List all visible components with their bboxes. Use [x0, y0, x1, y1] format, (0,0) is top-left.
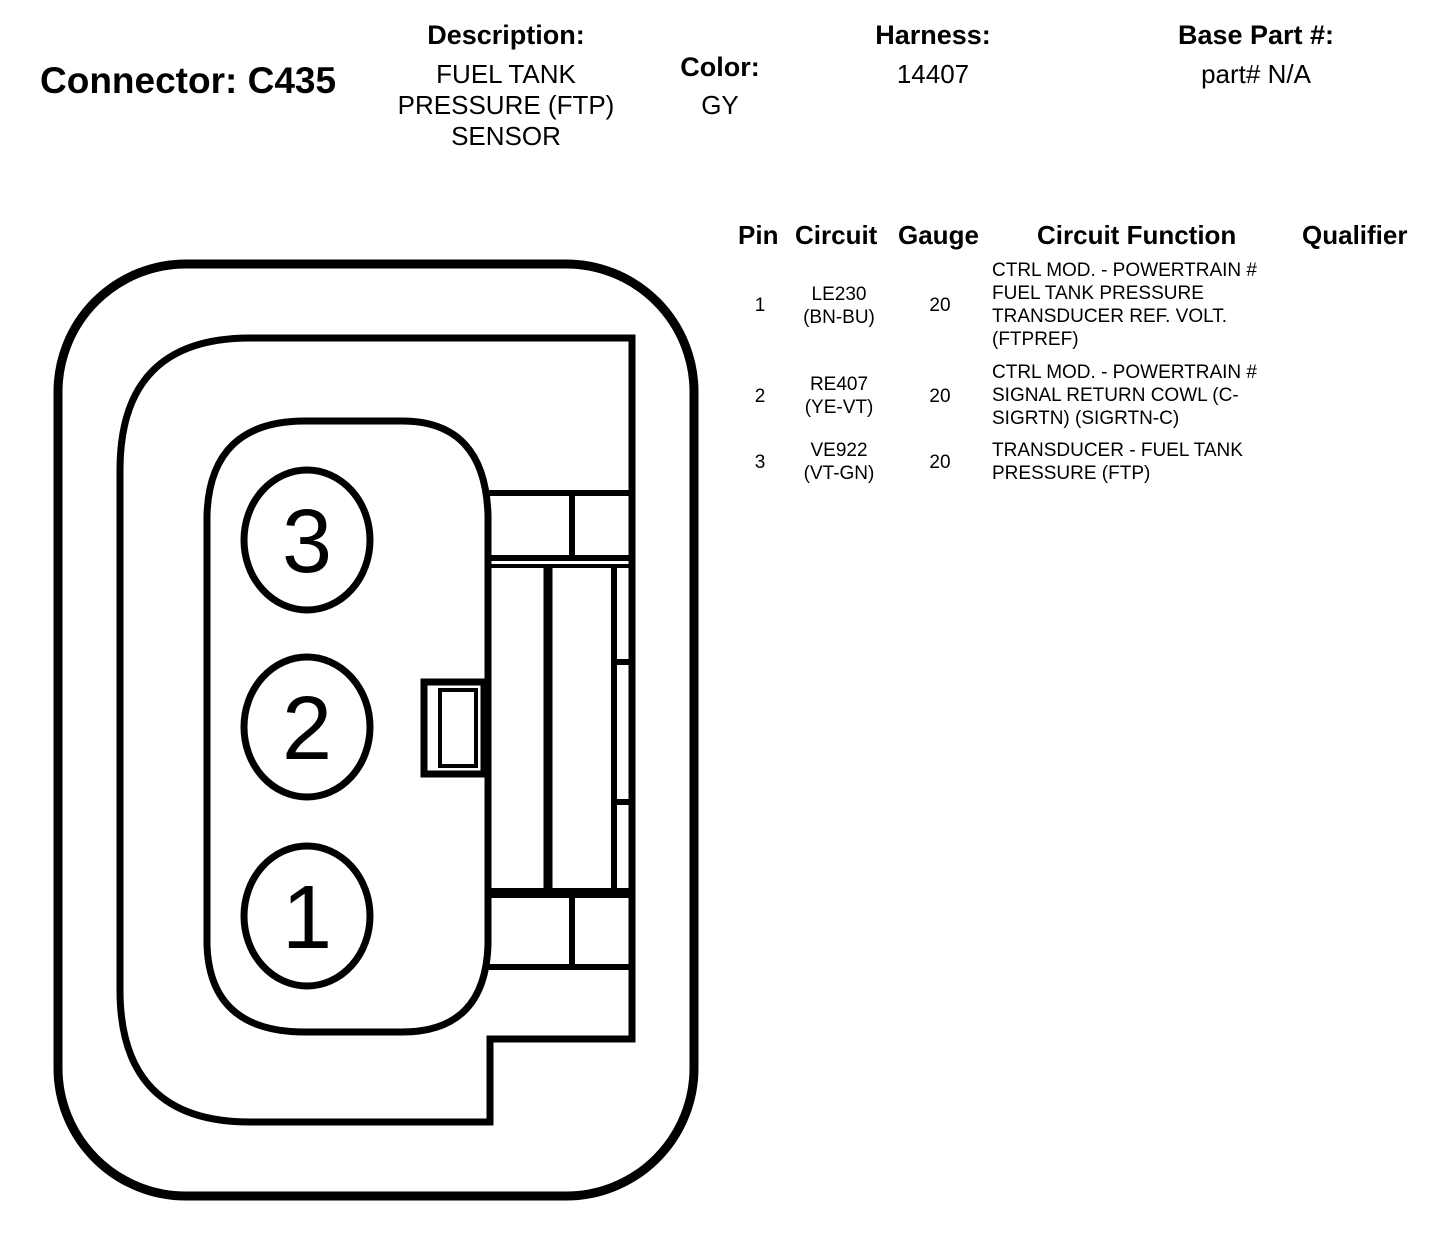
- pin-1-label: 1: [282, 868, 332, 968]
- circuit-id: RE407 (YE-VT): [784, 373, 894, 419]
- pin-3-label: 3: [282, 492, 332, 592]
- function-line: (FTPREF): [992, 329, 1079, 350]
- base-part-value: part# N/A: [1201, 59, 1311, 89]
- function-line: CTRL MOD. - POWERTRAIN #: [992, 362, 1257, 383]
- function-line: SIGRTN) (SIGRTN-C): [992, 408, 1180, 429]
- locking-tab: [420, 678, 488, 778]
- function-line: CTRL MOD. - POWERTRAIN #: [992, 260, 1257, 281]
- color-label: Color:: [680, 52, 760, 82]
- base-part-label: Base Part #:: [1177, 20, 1335, 50]
- description-label: Description:: [427, 20, 585, 50]
- description-line-2: PRESSURE (FTP): [397, 90, 615, 120]
- terminal-cavity-block: [203, 417, 492, 1036]
- pin-3-circle: [240, 466, 374, 614]
- connector-face-diagram: 3 2 1: [53, 259, 699, 1201]
- pin-number: 1: [754, 295, 766, 316]
- pin-number: 3: [754, 452, 766, 473]
- circuit-code: RE407: [809, 374, 869, 395]
- description-line-1: FUEL TANK: [436, 59, 576, 89]
- header-circuit: Circuit: [795, 220, 878, 250]
- pin-3: 3: [240, 466, 374, 614]
- gauge: 20: [929, 452, 951, 473]
- function-line: FUEL TANK PRESSURE: [992, 283, 1204, 304]
- header-pin: Pin: [738, 220, 779, 250]
- description-value: FUEL TANK PRESSURE (FTP) SENSOR: [366, 59, 646, 152]
- pin-1-circle: [240, 842, 374, 990]
- pin-2-circle: [240, 653, 374, 801]
- harness-value: 14407: [896, 59, 970, 89]
- harness-label: Harness:: [875, 20, 991, 50]
- header-qualifier: Qualifier: [1302, 220, 1408, 250]
- circuit-id: VE922 (VT-GN): [784, 439, 894, 485]
- circuit-function: TRANSDUCER - FUEL TANK PRESSURE (FTP): [992, 439, 1302, 485]
- circuit-color: (YE-VT): [804, 397, 874, 418]
- connector-title: Connector: C435: [40, 60, 337, 101]
- pin-2-label: 2: [282, 679, 332, 779]
- circuit-color: (VT-GN): [803, 463, 875, 484]
- circuit-function: CTRL MOD. - POWERTRAIN # SIGNAL RETURN C…: [992, 361, 1302, 430]
- circuit-code: LE230: [811, 284, 867, 305]
- function-line: TRANSDUCER - FUEL TANK: [992, 440, 1243, 461]
- circuit-color: (BN-BU): [803, 307, 875, 328]
- pin-1: 1: [240, 842, 374, 990]
- keying-ribs: [488, 490, 632, 970]
- header-circuit-function: Circuit Function: [1037, 220, 1237, 250]
- connector-inner-housing: [116, 334, 636, 1126]
- function-line: SIGNAL RETURN COWL (C-: [992, 385, 1239, 406]
- pin-2: 2: [240, 653, 374, 801]
- circuit-function: CTRL MOD. - POWERTRAIN # FUEL TANK PRESS…: [992, 259, 1302, 351]
- pin-number: 2: [754, 386, 766, 407]
- function-line: TRANSDUCER REF. VOLT.: [992, 306, 1228, 327]
- description-line-3: SENSOR: [451, 121, 561, 151]
- locking-tab-inner: [438, 688, 478, 768]
- color-value: GY: [701, 90, 739, 120]
- circuit-code: VE922: [810, 440, 868, 461]
- function-line: PRESSURE (FTP): [992, 463, 1151, 484]
- header-gauge: Gauge: [898, 220, 979, 250]
- circuit-id: LE230 (BN-BU): [784, 283, 894, 329]
- gauge: 20: [929, 295, 951, 316]
- gauge: 20: [929, 386, 951, 407]
- connector-outer-shell: [53, 259, 699, 1201]
